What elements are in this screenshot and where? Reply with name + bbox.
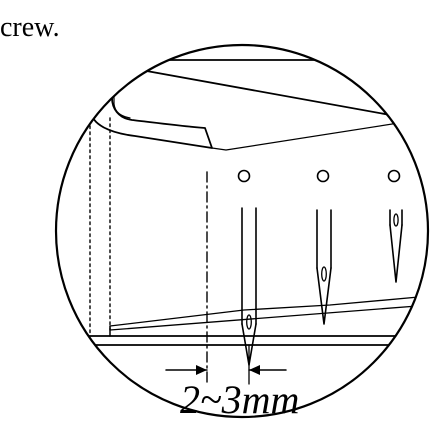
needle-2 — [316, 209, 332, 325]
needle-hole-2 — [316, 169, 330, 183]
gap-measurement-label: 2~3mm — [180, 377, 299, 422]
needle-1 — [241, 207, 257, 366]
magnifier-circle-outline — [54, 43, 430, 419]
caption-text-fragment: crew. — [0, 12, 60, 43]
dimension-arrows — [165, 344, 287, 385]
needle-hole-3 — [387, 169, 401, 183]
needle-hole-1 — [237, 169, 251, 183]
needle-3 — [389, 209, 403, 283]
thread-line-lower — [109, 304, 428, 331]
thread-line-upper — [109, 295, 428, 327]
hook-lower-edge — [211, 119, 419, 151]
needle-plate — [87, 335, 428, 346]
